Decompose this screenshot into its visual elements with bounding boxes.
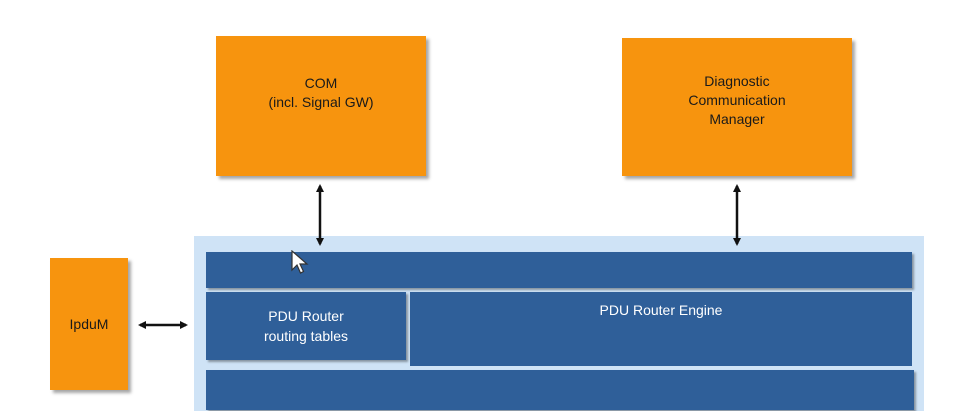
com-subtitle: (incl. Signal GW) [268, 94, 374, 110]
dcm-line-1: Diagnostic [704, 73, 770, 89]
pdu-router-routing-tables-box: PDU Router routing tables [206, 292, 406, 360]
dcm-line-2: Communication [688, 92, 786, 108]
pdu-router-lower-interface-bar [206, 370, 914, 410]
pdu-router-upper-interface-bar [206, 252, 912, 288]
mouse-pointer-icon [291, 250, 309, 274]
com-module-box: COM (incl. Signal GW) [216, 36, 426, 176]
engine-label: PDU Router Engine [599, 302, 723, 318]
com-title: COM [304, 75, 338, 91]
routing-tables-line-1: PDU Router [268, 308, 344, 324]
dcm-module-box: Diagnostic Communication Manager [622, 38, 852, 176]
ipdum-label: IpduM [69, 315, 109, 332]
pdu-router-engine-box: PDU Router Engine [410, 292, 912, 366]
dcm-line-3: Manager [709, 111, 765, 127]
ipdum-module-box: IpduM [50, 258, 128, 390]
routing-tables-line-2: routing tables [263, 328, 349, 344]
